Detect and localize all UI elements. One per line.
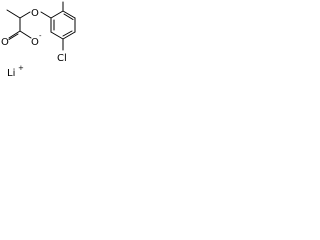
bond-ether-oxygen-to-ring [40,11,52,19]
ether-oxygen-label: O [31,8,39,19]
bond-carboxyl-double-outer [8,30,21,39]
ring-double-inner-c4-c5 [62,30,73,37]
ring-bond-c4-c5 [62,31,76,40]
carboxylate-oxygen-label: O [31,37,39,48]
ring-bond-c2-c3 [62,10,76,19]
bond-alpha-carbon-to-ether-oxygen [19,11,31,19]
bond-methyl-to-alpha-carbon [6,9,21,19]
bond-carboxyl-to-oxide [19,30,32,39]
structure-canvas: O O O - Cl Li + [0,0,118,87]
carboxylate-charge-label: - [39,32,42,40]
carbonyl-oxygen-label: O [1,37,9,48]
lithium-charge-label: + [18,64,24,72]
ring-bond-c1-c2 [50,10,64,19]
bond-carboxyl-double-inner [8,33,19,40]
ring-bond-c5-c6 [50,31,64,40]
ring-double-inner-c2-c3 [63,13,74,20]
lithium-label: Li [7,68,15,79]
molecule-structure: O O O - Cl Li + [1,1,76,79]
chlorine-label: Cl [57,53,67,64]
